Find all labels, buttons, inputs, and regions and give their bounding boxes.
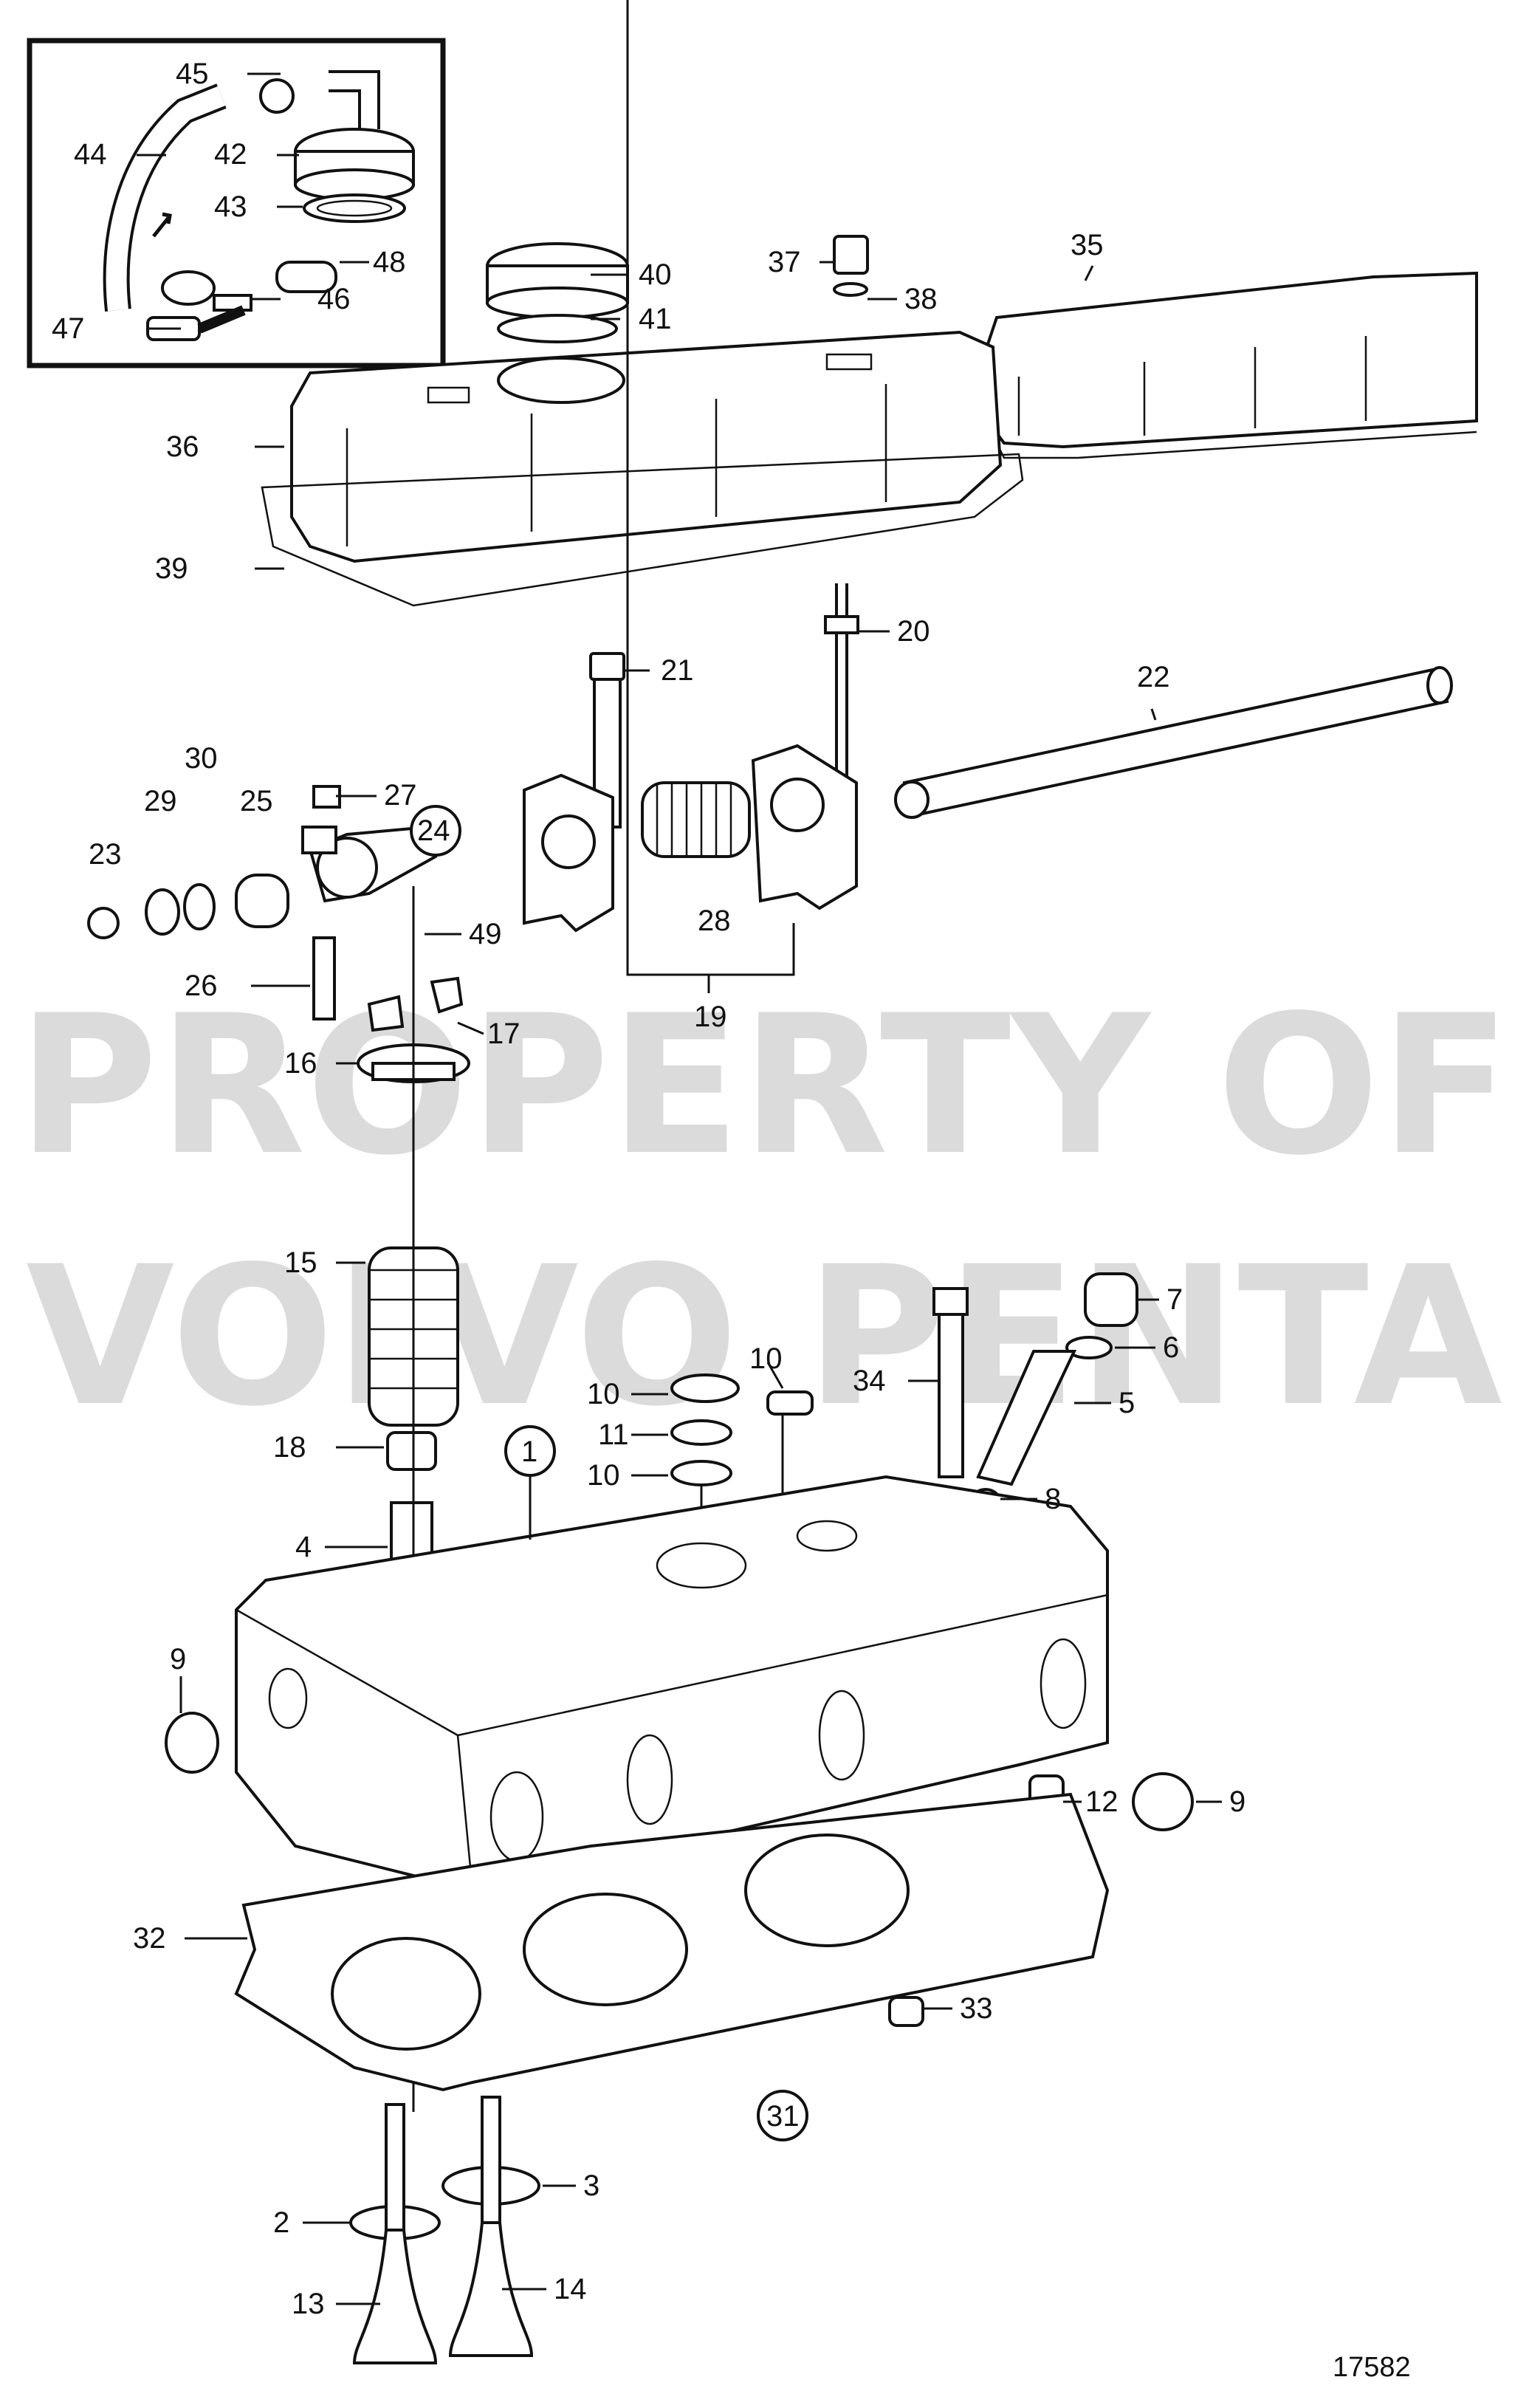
label-36: 36 bbox=[166, 431, 199, 463]
label-8: 8 bbox=[1045, 1483, 1061, 1515]
rocker-brackets bbox=[523, 744, 858, 933]
label-43: 43 bbox=[214, 191, 247, 223]
label-7: 7 bbox=[1166, 1283, 1183, 1316]
label-20: 20 bbox=[897, 615, 930, 648]
valve-cover-front bbox=[261, 330, 1024, 607]
label-18: 18 bbox=[273, 1431, 306, 1464]
label-21: 21 bbox=[661, 654, 694, 687]
rocker-arm bbox=[301, 785, 438, 903]
watermark-line1: PROPERTY OF bbox=[17, 975, 1511, 1198]
rocker-small-parts bbox=[87, 874, 336, 1021]
label-47: 47 bbox=[52, 312, 85, 345]
label-10a: 10 bbox=[587, 1378, 620, 1410]
oil-filler-cap bbox=[486, 242, 629, 343]
label-32: 32 bbox=[133, 1922, 166, 1955]
label-28: 28 bbox=[698, 905, 731, 937]
label-31: 31 bbox=[766, 2100, 800, 2133]
label-26: 26 bbox=[185, 970, 218, 1002]
label-19: 19 bbox=[694, 1001, 727, 1033]
label-38: 38 bbox=[904, 283, 938, 315]
label-17: 17 bbox=[487, 1018, 520, 1050]
label-4: 4 bbox=[295, 1531, 312, 1563]
label-25: 25 bbox=[240, 785, 273, 817]
label-11: 11 bbox=[598, 1419, 629, 1451]
label-14: 14 bbox=[554, 2273, 587, 2305]
label-49: 49 bbox=[469, 918, 502, 950]
label-12: 12 bbox=[1085, 1786, 1119, 1818]
stud-bolt bbox=[824, 583, 859, 783]
label-39: 39 bbox=[155, 552, 188, 585]
spring-28 bbox=[641, 781, 751, 858]
label-40: 40 bbox=[639, 258, 672, 291]
label-24: 24 bbox=[417, 814, 450, 847]
label-9b: 9 bbox=[1229, 1786, 1245, 1818]
label-1: 1 bbox=[521, 1435, 537, 1468]
circled-labels bbox=[410, 805, 808, 2141]
valves bbox=[349, 2096, 540, 2364]
label-27: 27 bbox=[384, 779, 417, 812]
label-46: 46 bbox=[317, 283, 351, 315]
valve-cover-rear bbox=[980, 271, 1478, 459]
label-33: 33 bbox=[960, 1992, 993, 2025]
label-44: 44 bbox=[74, 138, 107, 171]
label-37: 37 bbox=[768, 246, 801, 278]
watermark: PROPERTY OF VOLVO PENTA bbox=[17, 975, 1511, 1449]
watermark-line2: VOLVO PENTA bbox=[26, 1226, 1504, 1449]
inset-breather-assembly bbox=[27, 38, 446, 368]
label-15: 15 bbox=[284, 1246, 317, 1279]
label-35: 35 bbox=[1071, 229, 1104, 261]
label-30: 30 bbox=[185, 742, 218, 775]
label-48: 48 bbox=[373, 246, 406, 278]
head-gasket bbox=[234, 1792, 1110, 2092]
label-41: 41 bbox=[639, 303, 672, 335]
label-22: 22 bbox=[1137, 661, 1170, 693]
leader-lines bbox=[137, 0, 1222, 2305]
label-42: 42 bbox=[214, 138, 247, 171]
figure-number: 17582 bbox=[1333, 2352, 1411, 2383]
label-23: 23 bbox=[89, 838, 122, 871]
label-10c: 10 bbox=[749, 1342, 783, 1375]
label-13: 13 bbox=[292, 2288, 325, 2320]
label-3: 3 bbox=[583, 2169, 599, 2202]
cylinder-head bbox=[235, 1475, 1109, 1893]
label-34: 34 bbox=[853, 1365, 886, 1397]
label-6: 6 bbox=[1163, 1331, 1179, 1364]
label-2: 2 bbox=[273, 2206, 289, 2239]
rocker-shaft bbox=[894, 666, 1453, 819]
label-45: 45 bbox=[176, 58, 209, 90]
label-9a: 9 bbox=[170, 1643, 186, 1675]
label-10b: 10 bbox=[587, 1459, 620, 1492]
label-5: 5 bbox=[1119, 1387, 1135, 1419]
part-labels: 45 44 42 43 48 46 47 40 41 37 38 35 36 3… bbox=[52, 58, 1411, 2383]
label-29: 29 bbox=[144, 785, 177, 817]
cover-nut bbox=[833, 235, 869, 297]
label-16: 16 bbox=[284, 1047, 317, 1080]
